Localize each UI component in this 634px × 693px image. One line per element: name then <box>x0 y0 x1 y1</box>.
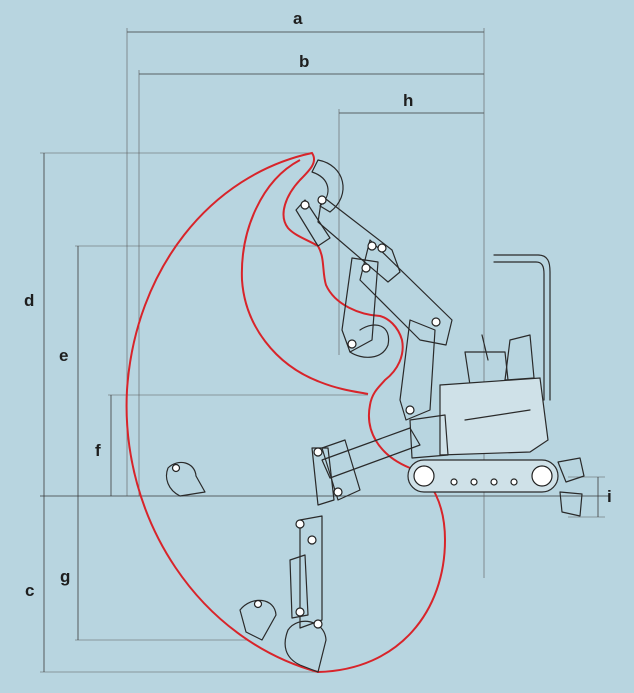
lowered-dipper-link <box>289 554 309 619</box>
upper-structure <box>439 377 549 456</box>
envelope-inner <box>240 159 369 395</box>
excavator-upper-arm <box>295 159 453 421</box>
dimension-lines <box>40 28 610 673</box>
boom-lower-section <box>399 319 436 421</box>
lowered-dipper-arm <box>299 515 323 629</box>
control-console <box>464 351 509 386</box>
mid-bucket <box>341 257 379 353</box>
excavator-lower-arm <box>165 439 361 673</box>
top-bucket <box>311 159 344 213</box>
crawler-track <box>407 459 559 493</box>
lowered-boom-cylinder <box>311 447 335 506</box>
track-sprocket <box>531 465 553 487</box>
pin-7 <box>347 339 357 349</box>
label-d: d <box>24 291 34 310</box>
pin-14 <box>313 619 323 629</box>
pin-9 <box>313 447 323 457</box>
pin-15 <box>171 463 181 473</box>
pin-8 <box>405 405 415 415</box>
track-rollers <box>450 478 518 486</box>
label-g: g <box>60 567 70 586</box>
pin-11 <box>295 519 305 529</box>
lower-boom <box>321 427 421 479</box>
track-roller <box>450 478 458 486</box>
label-c: c <box>25 581 34 600</box>
pin-2 <box>317 195 327 205</box>
operator-seat <box>504 334 535 381</box>
track-roller <box>470 478 478 486</box>
pin-1 <box>300 200 310 210</box>
track-idler <box>413 465 435 487</box>
excavator-body <box>321 254 585 517</box>
label-i: i <box>607 487 612 506</box>
lowered-bucket-alt <box>239 599 277 641</box>
control-lever <box>481 334 489 361</box>
pin-10 <box>333 487 343 497</box>
engine-cover-line <box>464 409 531 421</box>
canopy-frame-inner <box>493 261 545 401</box>
envelope-outer <box>125 151 447 674</box>
track-roller <box>490 478 498 486</box>
dozer-blade-lowered <box>559 491 583 517</box>
label-a: a <box>293 9 303 28</box>
pin-13 <box>295 607 305 617</box>
pin-5 <box>361 263 371 273</box>
boom-swing-bracket <box>409 414 449 459</box>
track-roller <box>510 478 518 486</box>
label-b: b <box>299 52 309 71</box>
raised-boom <box>359 239 453 346</box>
mid-bucket-curl <box>349 324 390 358</box>
raised-dipper-arm <box>317 195 401 283</box>
working-envelope <box>125 151 447 674</box>
dozer-blade <box>557 457 585 483</box>
pin-3 <box>367 241 377 251</box>
label-f: f <box>95 441 101 460</box>
canopy-frame <box>493 254 551 401</box>
pin-16 <box>253 599 263 609</box>
pin-4 <box>377 243 387 253</box>
label-e: e <box>59 346 68 365</box>
dimension-labels: a b h d e f g c i <box>24 9 612 600</box>
pin-12 <box>307 535 317 545</box>
lowered-boom <box>321 439 361 501</box>
pin-6 <box>431 317 441 327</box>
ground-bucket <box>165 461 206 497</box>
lowered-bucket <box>284 620 327 673</box>
label-h: h <box>403 91 413 110</box>
